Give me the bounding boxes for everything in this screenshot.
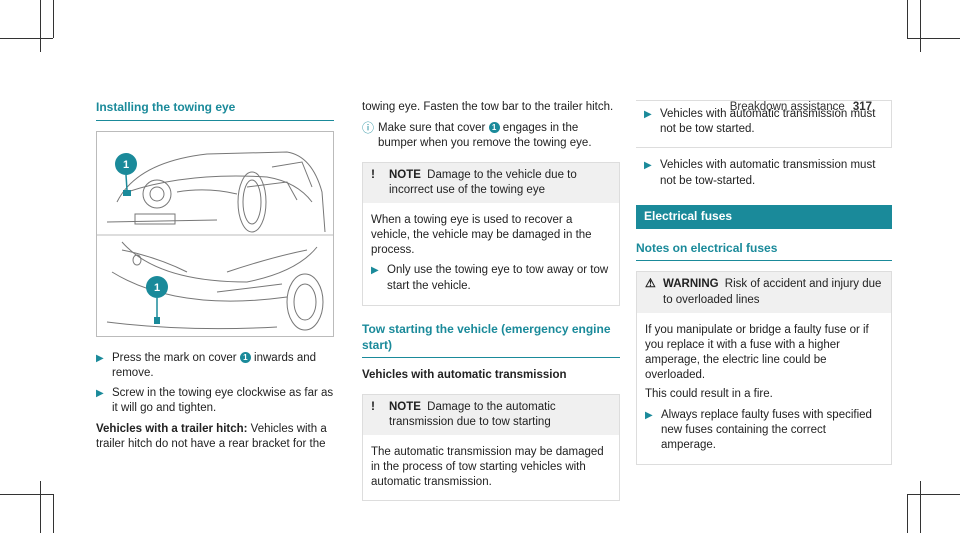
section-title-tow-start: Tow starting the vehicle (emergency engi…: [362, 322, 620, 359]
warning-keyword: WARNING: [663, 278, 719, 291]
page-header: Breakdown assistance 317: [730, 100, 872, 115]
car-illustration: 1 1: [97, 151, 333, 331]
tip-text: Make sure that cover: [378, 122, 486, 135]
band-electrical-fuses: Electrical fuses: [636, 204, 892, 229]
arrow-icon: ▶: [371, 265, 379, 277]
warning-box: ⚠ WARNING Risk of accident and injury du…: [636, 271, 892, 466]
callout-1-top: [115, 152, 137, 175]
trailer-hitch-paragraph: Vehicles with a trailer hitch: Vehicles …: [96, 422, 334, 452]
note-header: ! NOTE Damage to the automatic transmiss…: [363, 394, 619, 435]
callout-label: 1: [154, 282, 160, 294]
arrow-icon: ▶: [644, 160, 652, 172]
step-text: Screw in the towing eye clockwise as far…: [112, 387, 334, 415]
crop-mark: [907, 38, 960, 39]
crop-mark: [40, 0, 41, 52]
arrow-icon: ▶: [644, 109, 652, 120]
info-icon: ⓘ: [362, 121, 375, 136]
callout-label: 1: [123, 159, 129, 171]
note-box-transmission: ! NOTE Damage to the automatic transmiss…: [362, 393, 620, 502]
step-text: Vehicles with automatic transmission mus…: [660, 159, 876, 187]
tip: ⓘ Make sure that cover 1 engages in the …: [362, 121, 620, 151]
note-body: The automatic transmission may be damage…: [363, 435, 619, 501]
note-header: ! NOTE Damage to the vehicle due to inco…: [363, 162, 619, 203]
header-title: Breakdown assistance: [729, 101, 845, 113]
cover-badge: 1: [239, 351, 251, 363]
crop-mark: [0, 38, 53, 39]
note-box-towing-eye: ! NOTE Damage to the vehicle due to inco…: [362, 161, 620, 306]
note-text: The automatic transmission may be damage…: [371, 445, 604, 489]
step-automatic-no-tow: ▶ Vehicles with automatic transmission m…: [644, 107, 883, 137]
cover-badge: 1: [488, 122, 500, 134]
section-title-fuses: Notes on electrical fuses: [636, 241, 892, 262]
sub-heading-automatic: Vehicles with automatic transmission: [362, 369, 567, 382]
crop-mark: [53, 0, 54, 38]
column-2: towing eye. Fasten the tow bar to the tr…: [362, 100, 620, 511]
crop-mark: [40, 481, 41, 533]
crop-mark: [907, 494, 960, 495]
note-step: ▶ Only use the towing eye to tow away or…: [371, 263, 611, 293]
warning-text: If you manipulate or bridge a faulty fus…: [645, 323, 869, 382]
note-title: Damage to the automatic transmission due…: [389, 400, 556, 428]
step-text: Only use the towing eye to tow away or t…: [387, 264, 609, 292]
section-title-towing-eye: Installing the towing eye: [96, 100, 334, 121]
note-body: When a towing eye is used to recover a v…: [363, 203, 619, 305]
continued-note-box: ▶ Vehicles with automatic transmission m…: [636, 100, 892, 149]
warning-header: ⚠ WARNING Risk of accident and injury du…: [637, 272, 891, 313]
warning-triangle-icon: ⚠: [645, 276, 656, 291]
crop-mark: [907, 0, 908, 38]
crop-mark: [920, 481, 921, 533]
step-screw-in: ▶ Screw in the towing eye clockwise as f…: [96, 386, 334, 416]
column-3: ▶ Vehicles with automatic transmission m…: [636, 100, 892, 475]
callout-1-bottom: [146, 275, 168, 298]
note-keyword: NOTE: [389, 168, 421, 181]
arrow-icon: ▶: [645, 409, 653, 421]
step-automatic-must-not: ▶ Vehicles with automatic transmission m…: [644, 158, 892, 188]
trailer-hitch-text: Vehicles with a trailer hitch do not hav…: [96, 422, 327, 450]
step-text: inwards and remove.: [112, 351, 317, 379]
exclamation-icon: !: [371, 166, 375, 181]
step-text: Vehicles with automatic transmission mus…: [660, 108, 876, 136]
warning-step: ▶ Always replace faulty fuses with speci…: [645, 408, 883, 454]
note-keyword: NOTE: [389, 400, 421, 413]
note-title: Damage to the vehicle due to incorrect u…: [389, 168, 577, 196]
crop-mark: [0, 494, 53, 495]
towing-eye-illustration: 1 1: [96, 130, 334, 337]
step-press-mark: ▶ Press the mark on cover 1 inwards and …: [96, 351, 334, 381]
warning-text: This could result in a fire.: [645, 388, 773, 401]
exclamation-icon: !: [371, 398, 375, 413]
step-text: Always replace faulty fuses with specifi…: [661, 408, 872, 451]
tip-text: engages in the bumper when you remove th…: [378, 122, 592, 150]
column-1: Installing the towing eye: [96, 100, 334, 456]
crop-mark: [920, 0, 921, 52]
trailer-hitch-label: Vehicles with a trailer hitch:: [96, 422, 248, 435]
arrow-icon: ▶: [96, 388, 104, 400]
intro-text: towing eye. Fasten the tow bar to the tr…: [362, 101, 614, 113]
step-text: Press the mark on cover: [112, 351, 237, 364]
crop-mark: [907, 494, 908, 533]
crop-mark: [53, 494, 54, 533]
warning-title: Risk of accident and injury due to overl…: [663, 278, 882, 306]
warning-body: If you manipulate or bridge a faulty fus…: [637, 313, 891, 464]
arrow-icon: ▶: [96, 352, 104, 364]
page-number: 317: [852, 101, 872, 113]
note-text: When a towing eye is used to recover a v…: [371, 213, 592, 257]
